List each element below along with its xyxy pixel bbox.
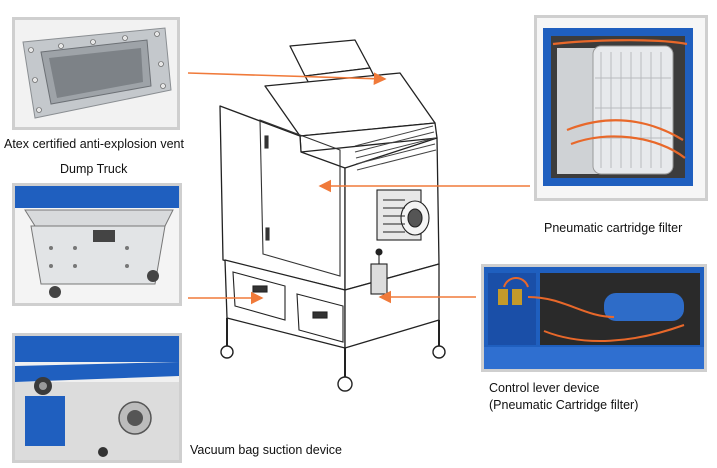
vacuum-bag-photo — [12, 333, 182, 463]
dust-collector-drawing — [219, 39, 446, 392]
vent-label: Atex certified anti-explosion vent — [4, 137, 184, 151]
cartridge-filter-image — [537, 18, 705, 198]
dump-truck-image — [15, 186, 179, 303]
vacuum-bag-label: Vacuum bag suction device — [190, 443, 342, 457]
filter-label: Pneumatic cartridge filter — [544, 221, 683, 235]
control-lever-label-line1: Control lever device — [489, 381, 600, 395]
cartridge-filter-photo — [534, 15, 708, 201]
dump-truck-photo — [12, 183, 182, 306]
vent-image — [15, 20, 177, 127]
dump-truck-label: Dump Truck — [60, 162, 128, 176]
control-lever-photo — [481, 264, 707, 372]
vacuum-bag-image — [15, 336, 179, 460]
control-lever-label-line2: (Pneumatic Cartridge filter) — [489, 398, 639, 412]
dust-collector-illustration — [205, 28, 470, 396]
vent-photo — [12, 17, 180, 130]
control-lever-image — [484, 267, 704, 369]
